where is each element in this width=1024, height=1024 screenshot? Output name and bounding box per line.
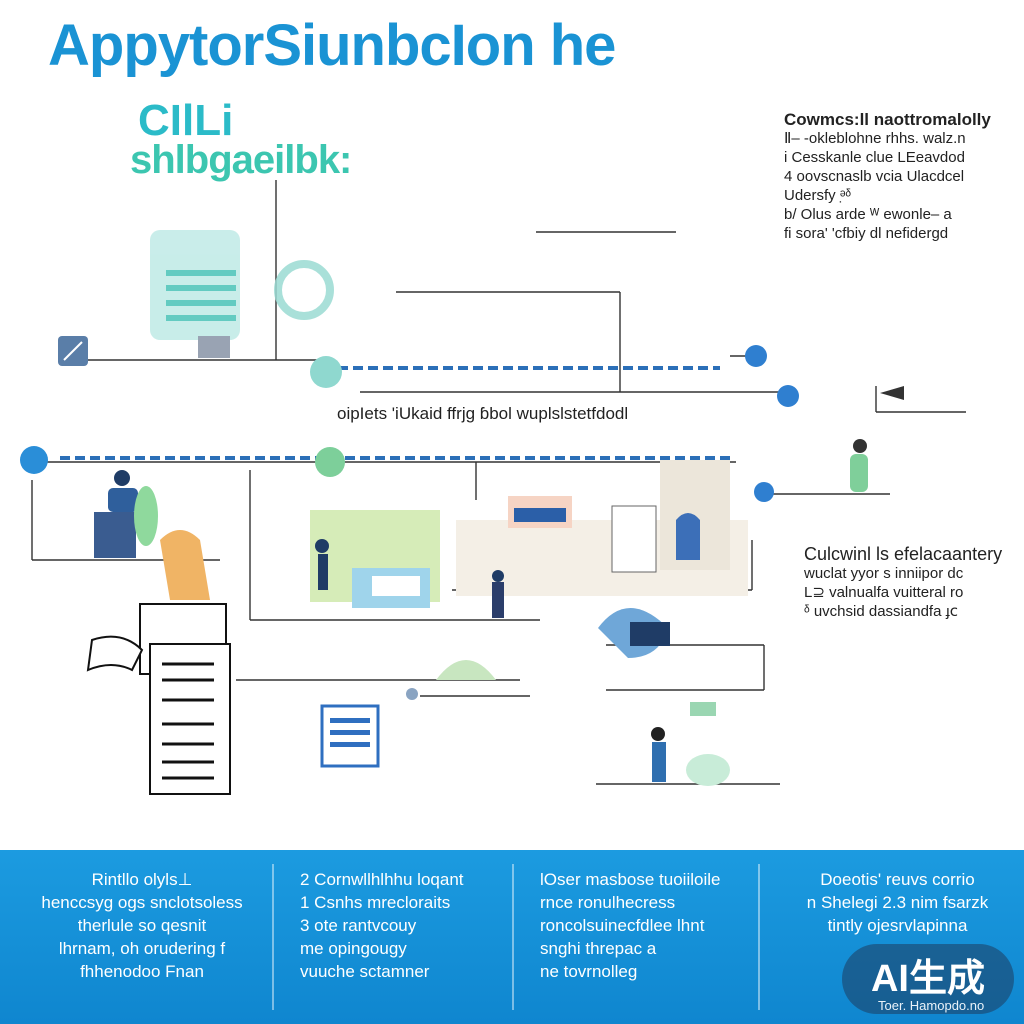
footer-line: 1 Csnhs mrecloraits [300, 893, 451, 912]
info-line: fi sora' 'cfbiy dl nefidergd [784, 225, 949, 242]
footer-line: 2 Cornwllhlhhu loqant [300, 870, 464, 889]
footer-line: Doeotis' reuvs corrio [820, 870, 975, 889]
dashed-strip [60, 366, 734, 460]
footer-band: Rintllo olyls⊥ henccsyg ogs snclotsoless… [0, 850, 1024, 1024]
person-icon [850, 439, 868, 492]
flow-diagram [20, 180, 966, 795]
info-line: i Cesskanle clue LEeavdod [784, 149, 965, 166]
section-title: CIlLi [138, 96, 234, 145]
document-icon [86, 603, 231, 795]
screen-panel [310, 510, 440, 608]
footer-divider [272, 864, 274, 1010]
person-icon [94, 470, 210, 600]
footer-line: henccsyg ogs snclotsoless [41, 893, 243, 912]
footer-column-2: 2 Cornwllhlhhu loqant 1 Csnhs mreclorait… [300, 868, 500, 983]
footer-line: 3 ote rantvcouy [300, 916, 417, 935]
footer-column-4: Doeotis' reuvs corrio n Shelegi 2.3 nim … [785, 868, 1010, 937]
info-line: wuclat yyor s inniipor dc [804, 565, 964, 582]
info-line: 4 oovscnaslb vcia Ulacdcel [784, 168, 965, 185]
page-title: AppytorSiunbcIon he [48, 13, 616, 78]
footer-line: rnce ronulhecress [540, 893, 676, 912]
info-block-mid: Culcwinl ls efelacaantery wuclat yyor s … [804, 545, 1018, 621]
footer-line: lOser masbose tuoiiloile [540, 870, 721, 889]
info-line: Udersfy ᵊ̣ᵟ [784, 187, 852, 204]
footer-line: tintly ojesrvlapinna [827, 916, 968, 935]
footer-line: me opingougy [300, 939, 407, 958]
footer-line: fhhenodoo Fnan [80, 962, 204, 981]
footer-divider [758, 864, 760, 1010]
landscape [436, 660, 730, 786]
footer-line: lhrnam, oh orudering f [58, 939, 226, 958]
footer-divider [512, 864, 514, 1010]
connector-lines [31, 180, 966, 785]
footer-column-1: Rintllo olyls⊥ henccsyg ogs snclotsoless… [22, 868, 262, 983]
footer-line: n Shelegi 2.3 nim fsarzk [806, 893, 989, 912]
info-line: Ⅱ– -okleblohne rhhs. walz.n [784, 130, 966, 147]
info-heading: Culcwinl ls efelacaantery [804, 544, 1003, 564]
footer-line: vuuche sctamner [300, 962, 430, 981]
badge-caption: Toer. Hamopdo.no [878, 998, 985, 1013]
server-illustration [150, 230, 334, 358]
footer-line: roncolsuinecfdlee lhnt [540, 916, 705, 935]
ai-generated-badge: AI生成 [842, 944, 1014, 1014]
info-line: b/ Olus arde ᵂ ewonle– a [784, 206, 952, 223]
clipboard-icon [320, 704, 380, 768]
pin-icon [20, 345, 799, 502]
arrow-left-icon [880, 386, 904, 400]
footer-line: ne tovrnolleg [540, 962, 638, 981]
footer-line: therlule so qesnit [77, 916, 207, 935]
building-icon [456, 460, 748, 618]
gear-icon [58, 336, 88, 366]
info-line: ᵟ uvchsid dassiandfa ɟⅽ [804, 603, 958, 620]
camera-icon [406, 608, 670, 700]
info-heading: Cowmcs:ll naottromalolly [784, 110, 991, 129]
info-line: L⊇ valnualfa vuitteral ro [804, 584, 964, 601]
section-subtitle: shlbgaeilbk: [130, 138, 352, 182]
diagram-caption: oipIets 'iUkaid ffrjg ɓbol wuplslstetfdo… [337, 404, 629, 423]
footer-line: snghi threpac a [540, 939, 657, 958]
footer-line: Rintllo olyls⊥ [91, 870, 193, 889]
info-block-top: Cowmcs:ll naottromalolly Ⅱ– -okleblohne … [784, 110, 1006, 243]
footer-column-3: lOser masbose tuoiiloile rnce ronulhecre… [540, 868, 750, 983]
